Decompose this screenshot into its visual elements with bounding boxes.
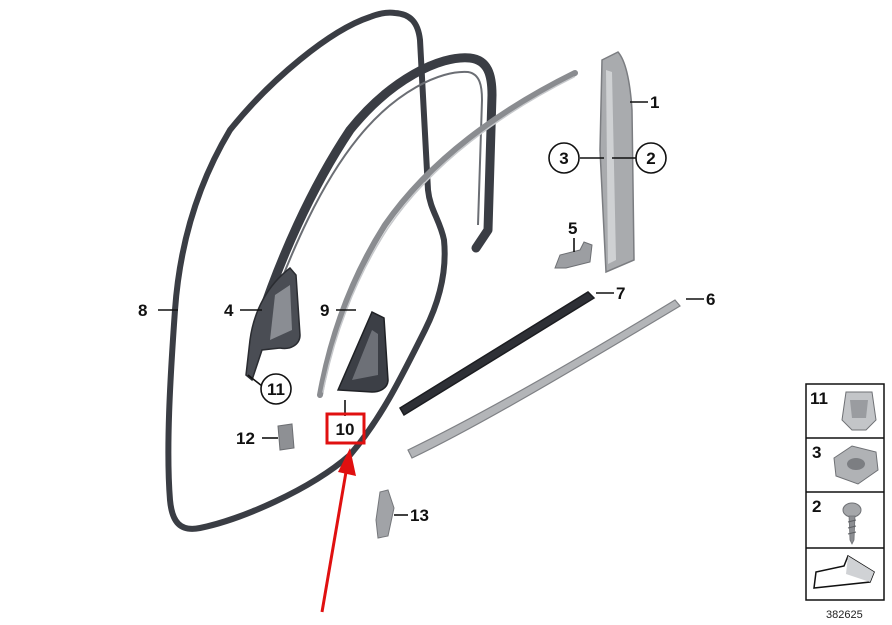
leader-11 (247, 374, 263, 387)
screw-icon (842, 502, 862, 545)
callout-12: 12 (236, 429, 255, 448)
part-4-pillar-inner (270, 285, 292, 340)
window-frame-seal-inner (269, 70, 484, 311)
part-8-door-seal (165, 9, 448, 532)
legend-label-11: 11 (810, 389, 828, 408)
callout-2-circle (635, 142, 667, 174)
part-10-mirror-triangle (336, 310, 389, 393)
callout-11: 11 (267, 380, 285, 399)
callout-7: 7 (616, 284, 625, 303)
part-13-clip (375, 489, 395, 539)
fastener-legend: 11 3 2 (805, 383, 885, 601)
part-9-window-channel (317, 70, 578, 398)
callout-11-circle (260, 373, 292, 405)
expanding-nut-icon (833, 445, 879, 485)
callout-2: 2 (646, 149, 655, 168)
callout-10-highlight-box (325, 412, 366, 445)
part-9-window-channel-highlight (322, 76, 575, 393)
part-7-belt-seal (398, 291, 596, 417)
window-frame-seal (255, 53, 497, 325)
part-shape-icon (813, 554, 875, 589)
part-1-b-pillar-trim (599, 51, 635, 274)
callout-3: 3 (559, 149, 568, 168)
legend-label-2: 2 (812, 497, 821, 516)
callout-3-circle (548, 142, 580, 174)
part-10-mirror-triangle-face (352, 330, 378, 380)
callout-8: 8 (138, 301, 147, 320)
part-6-outer-belt (407, 299, 681, 459)
catalog-number: 382625 (826, 609, 863, 621)
part-5-bracket (554, 241, 593, 269)
clip-nut-icon (841, 391, 877, 431)
callout-6: 6 (706, 290, 715, 309)
callout-13: 13 (410, 506, 429, 525)
callout-1: 1 (650, 93, 659, 112)
callout-4: 4 (224, 301, 234, 320)
callout-5: 5 (568, 219, 577, 238)
red-pointer-arrow (320, 448, 356, 613)
legend-label-3: 3 (812, 443, 821, 462)
part-12-patch (277, 423, 295, 451)
callout-10: 10 (336, 420, 355, 439)
part-1-b-pillar-edge (606, 70, 616, 264)
callout-9: 9 (320, 301, 329, 320)
